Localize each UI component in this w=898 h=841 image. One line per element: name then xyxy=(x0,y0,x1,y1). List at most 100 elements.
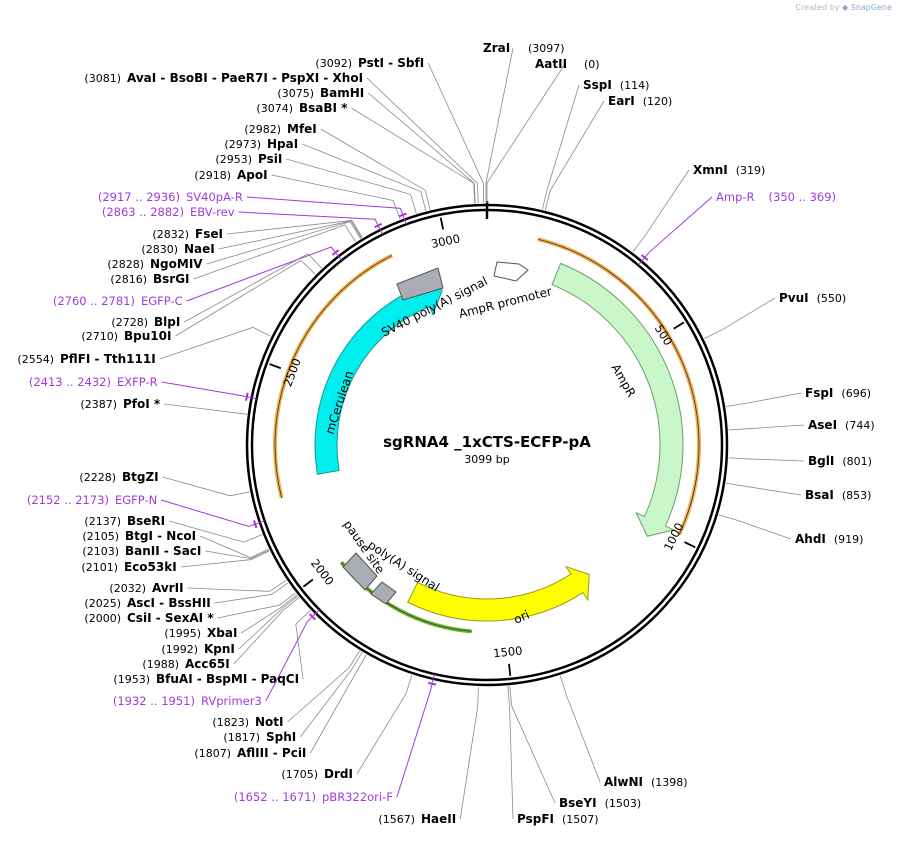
site-label-acc65i[interactable]: Acc65I xyxy=(185,657,230,671)
backbone xyxy=(245,201,729,687)
site-label-bfuai[interactable]: BfuAI - BspMI - PaqCI xyxy=(156,672,299,686)
feature-ori[interactable] xyxy=(407,565,590,622)
site-label-bseri[interactable]: BseRI xyxy=(127,514,165,528)
primer-label-exfp-r[interactable]: EXFP-R xyxy=(117,375,158,389)
site-label-eco53ki[interactable]: Eco53kI xyxy=(124,560,177,574)
site-label-ahdi[interactable]: AhdI xyxy=(795,532,826,546)
primer-label-amp-r[interactable]: Amp-R xyxy=(716,190,755,204)
site-position-mfei: (2982) xyxy=(244,123,281,136)
primer-range-amp-r: (350 .. 369) xyxy=(769,190,837,204)
site-position-acc65i: (1988) xyxy=(142,658,179,671)
site-leader-psti xyxy=(427,62,484,204)
site-position-bsrgi: (2816) xyxy=(110,273,147,286)
site-label-bgli[interactable]: BglI xyxy=(808,454,834,468)
feature-ampr[interactable] xyxy=(551,262,684,537)
site-label-hpai[interactable]: HpaI xyxy=(267,137,298,151)
feature-pause-site[interactable] xyxy=(370,581,397,605)
site-label-sspi[interactable]: SspI xyxy=(583,78,612,92)
primer-leader-egfp-n xyxy=(161,499,265,527)
primer-label-ebv-rev[interactable]: EBV-rev xyxy=(190,205,235,219)
plasmid-name: sgRNA4 _1xCTS-ECFP-pA xyxy=(383,433,591,451)
site-leader-csii xyxy=(217,592,296,619)
tick-mark-1000 xyxy=(684,541,696,549)
site-position-pvui: (550) xyxy=(817,292,847,305)
site-label-xbai[interactable]: XbaI xyxy=(207,626,237,640)
site-position-noti: (1823) xyxy=(212,716,249,729)
site-leader-bseyi xyxy=(509,685,556,804)
site-label-alwni[interactable]: AlwNI xyxy=(604,775,643,789)
site-leader-btgzi xyxy=(162,476,250,497)
site-label-bamhi[interactable]: BamHI xyxy=(320,86,364,100)
site-label-bseyi[interactable]: BseYI xyxy=(559,796,597,810)
site-leader-btgi xyxy=(199,535,269,559)
site-label-pflfi[interactable]: PflFI - Tth111I xyxy=(60,352,156,366)
site-leader-bamhi xyxy=(368,92,476,204)
primer-label-egfp-c[interactable]: EGFP-C xyxy=(141,294,183,308)
site-label-naei[interactable]: NaeI xyxy=(184,242,215,256)
primer-leader-sv40pa-r xyxy=(246,196,407,225)
site-position-drdi: (1705) xyxy=(281,768,318,781)
site-label-xmni[interactable]: XmnI xyxy=(693,163,728,177)
site-label-asci[interactable]: AscI - BssHII xyxy=(127,596,211,610)
site-label-avai[interactable]: AvaI - BsoBI - PaeR7I - PspXI - XhoI xyxy=(127,71,363,85)
site-label-pfoi[interactable]: PfoI * xyxy=(123,397,161,411)
site-label-pspfi[interactable]: PspFI xyxy=(517,812,554,826)
feature-polya-signal[interactable] xyxy=(342,552,378,591)
site-leader-pflfi xyxy=(159,326,271,360)
tick-label-2000: 2000 xyxy=(308,556,337,588)
site-leader-blpi xyxy=(184,253,322,323)
site-leader-banii xyxy=(205,549,270,560)
feature-ampr-promoter[interactable] xyxy=(493,261,529,282)
site-label-bsrgi[interactable]: BsrGI xyxy=(153,272,190,286)
site-label-pvui[interactable]: PvuI xyxy=(779,291,809,305)
primer-label-egfp-n[interactable]: EGFP-N xyxy=(115,493,157,507)
snapgene-logo-icon: ◆ xyxy=(842,3,849,12)
site-label-drdi[interactable]: DrdI xyxy=(324,767,353,781)
site-label-banii[interactable]: BanII - SacI xyxy=(125,544,201,558)
site-label-psti[interactable]: PstI - SbfI xyxy=(358,56,424,70)
primer-label-rvprimer3[interactable]: RVprimer3 xyxy=(201,694,262,708)
site-position-bseyi: (1503) xyxy=(605,797,642,810)
site-label-blpi[interactable]: BlpI xyxy=(154,315,180,329)
site-label-bsabi[interactable]: BsaBI * xyxy=(299,101,348,115)
site-leader-bsrgi xyxy=(193,224,356,280)
site-label-noti[interactable]: NotI xyxy=(255,715,284,729)
site-label-csii[interactable]: CsiI - SexAI * xyxy=(127,611,214,625)
site-position-ahdi: (919) xyxy=(834,533,864,546)
site-leader-sphi xyxy=(299,652,363,738)
primer-site-sv40pa-r xyxy=(398,212,407,218)
primer-label-pbr322ori-f[interactable]: pBR322ori-F xyxy=(322,790,393,804)
site-leader-fspi xyxy=(725,392,802,407)
site-label-bsai[interactable]: BsaI xyxy=(805,488,834,502)
site-leader-zrai xyxy=(485,47,514,204)
site-label-bpu10i[interactable]: Bpu10I xyxy=(124,329,171,343)
site-label-haeii[interactable]: HaeII xyxy=(421,812,456,826)
site-position-asci: (2025) xyxy=(84,597,121,610)
site-label-fspi[interactable]: FspI xyxy=(805,386,833,400)
site-label-fsei[interactable]: FseI xyxy=(195,227,223,241)
primer-range-ebv-rev: (2863 .. 2882) xyxy=(102,205,184,219)
site-leader-hpai xyxy=(302,143,427,211)
site-label-zrai[interactable]: ZraI xyxy=(483,41,510,55)
site-label-avrii[interactable]: AvrII xyxy=(152,581,184,595)
site-position-hpai: (2973) xyxy=(224,138,261,151)
site-label-btgzi[interactable]: BtgZI xyxy=(122,470,159,484)
feature-sv40-polya[interactable] xyxy=(396,267,444,301)
site-label-apoi[interactable]: ApoI xyxy=(237,168,268,182)
site-label-eari[interactable]: EarI xyxy=(608,94,635,108)
site-label-asei[interactable]: AseI xyxy=(808,418,837,432)
site-label-btgi[interactable]: BtgI - NcoI xyxy=(125,529,196,543)
primer-label-sv40pa-r[interactable]: SV40pA-R xyxy=(186,190,243,204)
site-label-aatii[interactable]: AatII xyxy=(535,57,567,71)
primer-arc-core-amp-r-binding xyxy=(537,238,700,535)
site-position-avai: (3081) xyxy=(84,72,121,85)
site-label-sphi[interactable]: SphI xyxy=(266,730,296,744)
site-label-mfei[interactable]: MfeI xyxy=(287,122,317,136)
site-leader-pvui xyxy=(704,297,776,339)
site-label-psii[interactable]: PsiI xyxy=(258,152,282,166)
site-label-ngomiv[interactable]: NgoMIV xyxy=(150,257,203,271)
site-label-kpni[interactable]: KpnI xyxy=(204,642,235,656)
site-position-eari: (120) xyxy=(643,95,673,108)
site-label-afliii[interactable]: AflIII - PciI xyxy=(237,746,306,760)
